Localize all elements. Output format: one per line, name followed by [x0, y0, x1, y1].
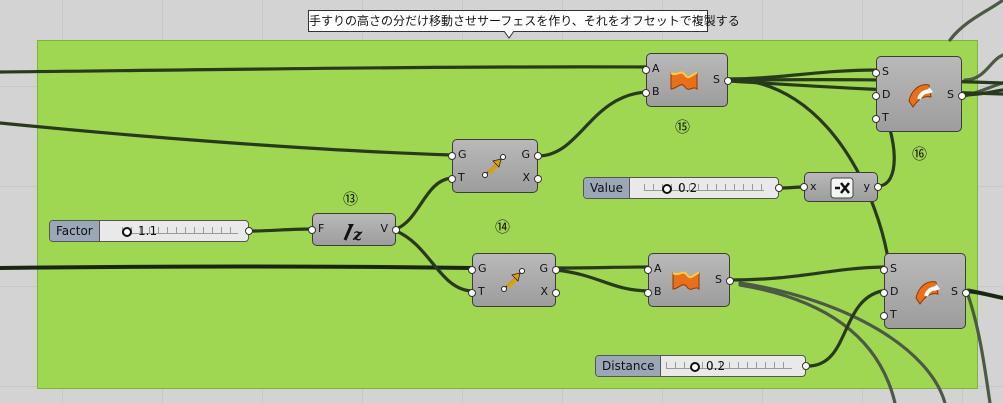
- offset-top-input-d: D: [882, 88, 891, 101]
- ruled-top-input-a: A: [652, 62, 660, 75]
- offset-bottom-input-s: S: [890, 262, 897, 275]
- value-output-port[interactable]: [775, 184, 783, 192]
- amplitude-icon: z: [343, 224, 363, 244]
- distance-output-port[interactable]: [802, 362, 810, 370]
- factor-slider-track[interactable]: [122, 227, 238, 234]
- ruled-top-in-a-port[interactable]: [642, 66, 650, 74]
- negative-in-port[interactable]: [800, 183, 808, 191]
- offset-top-input-t: T: [882, 111, 889, 124]
- offset-top-in-t-port[interactable]: [872, 115, 880, 123]
- svg-text:z: z: [352, 225, 363, 244]
- amplitude-input-f: F: [318, 222, 325, 235]
- move-top-in-t-port[interactable]: [448, 175, 456, 183]
- factor-slider[interactable]: Factor 1.1: [49, 220, 253, 242]
- move-top-out-g-port[interactable]: [534, 152, 542, 160]
- factor-output-port[interactable]: [245, 227, 253, 235]
- move-bottom-component[interactable]: G T G X: [468, 253, 560, 307]
- move-bottom-output-g: G: [539, 262, 548, 275]
- offset-top-in-d-port[interactable]: [872, 92, 880, 100]
- move-top-output-x: X: [522, 171, 530, 184]
- move-bottom-input-g: G: [478, 262, 487, 275]
- ruled-surface-top-component[interactable]: A B S: [642, 53, 732, 107]
- offset-surface-icon: [915, 281, 940, 305]
- factor-slider-knob[interactable]: [122, 227, 132, 237]
- offset-bottom-in-s-port[interactable]: [880, 266, 888, 274]
- move-top-output-g: G: [521, 148, 530, 161]
- move-bottom-input-t: T: [478, 285, 485, 298]
- distance-slider-knob[interactable]: [690, 362, 700, 372]
- move-bottom-in-t-port[interactable]: [468, 289, 476, 297]
- offset-bottom-in-t-port[interactable]: [880, 312, 888, 320]
- move-bottom-in-g-port[interactable]: [468, 266, 476, 274]
- value-slider-knob[interactable]: [662, 184, 672, 194]
- ruled-top-in-b-port[interactable]: [642, 89, 650, 97]
- ruled-top-output-s: S: [713, 73, 720, 86]
- label-15: ⑮: [675, 118, 691, 136]
- ruled-top-input-b: B: [652, 85, 660, 98]
- value-slider[interactable]: Value 0.2: [583, 177, 783, 199]
- value-slider-label: Value: [584, 178, 630, 198]
- ruled-bottom-out-s-port[interactable]: [726, 277, 734, 285]
- move-top-input-g: G: [458, 148, 467, 161]
- move-top-component[interactable]: G T G X: [448, 139, 542, 193]
- value-slider-track[interactable]: [644, 184, 764, 191]
- offset-top-out-s-port[interactable]: [958, 92, 966, 100]
- label-14: ⑭: [495, 218, 511, 236]
- amplitude-out-port[interactable]: [392, 226, 400, 234]
- offset-bottom-input-t: T: [890, 308, 897, 321]
- move-icon: [482, 154, 506, 178]
- factor-slider-value: 1.1: [138, 224, 158, 238]
- distance-slider-label: Distance: [596, 356, 662, 376]
- callout-box: 手すりの高さの分だけ移動させサーフェスを作り、それをオフセットで複製する: [308, 10, 740, 32]
- move-top-out-x-port[interactable]: [534, 175, 542, 183]
- amplitude-component[interactable]: F V z: [308, 213, 400, 246]
- label-16: ⑯: [912, 145, 928, 163]
- distance-slider-track[interactable]: [666, 362, 792, 369]
- move-icon: [501, 268, 525, 292]
- offset-bottom-output-s: S: [951, 285, 958, 298]
- ruled-bottom-in-a-port[interactable]: [644, 266, 652, 274]
- offset-bottom-in-d-port[interactable]: [880, 289, 888, 297]
- move-bottom-output-x: X: [540, 285, 548, 298]
- ruled-bottom-in-b-port[interactable]: [644, 289, 652, 297]
- value-slider-value: 0.2: [678, 181, 698, 195]
- negative-icon: [830, 177, 854, 199]
- ruled-top-out-s-port[interactable]: [724, 77, 732, 85]
- component-group[interactable]: [37, 40, 978, 389]
- factor-slider-label: Factor: [50, 221, 100, 241]
- amplitude-output-v: V: [380, 222, 388, 235]
- callout-tail: [504, 31, 514, 39]
- ruled-bottom-input-b: B: [654, 285, 662, 298]
- ruled-surface-bottom-component[interactable]: A B S: [644, 253, 734, 307]
- offset-surface-icon: [908, 84, 933, 108]
- negative-out-port[interactable]: [874, 183, 882, 191]
- negative-input-x: x: [810, 180, 817, 193]
- move-top-in-g-port[interactable]: [448, 152, 456, 160]
- label-13: ⑬: [343, 190, 359, 208]
- ruled-bottom-output-s: S: [715, 273, 722, 286]
- amplitude-in-port[interactable]: [308, 226, 316, 234]
- distance-slider[interactable]: Distance 0.2: [595, 355, 810, 377]
- ruled-surface-icon: [672, 271, 700, 291]
- move-top-input-t: T: [458, 171, 465, 184]
- offset-bottom-input-d: D: [890, 285, 899, 298]
- offset-top-input-s: S: [882, 65, 889, 78]
- offset-surface-bottom-component[interactable]: S D T S: [880, 253, 970, 329]
- offset-top-in-s-port[interactable]: [872, 69, 880, 77]
- negative-component[interactable]: x y: [800, 172, 882, 202]
- offset-bottom-out-s-port[interactable]: [962, 289, 970, 297]
- offset-surface-top-component[interactable]: S D T S: [872, 56, 966, 132]
- ruled-surface-icon: [670, 71, 698, 91]
- distance-slider-value: 0.2: [706, 359, 726, 373]
- move-bottom-out-x-port[interactable]: [552, 289, 560, 297]
- ruled-bottom-input-a: A: [654, 262, 662, 275]
- move-bottom-out-g-port[interactable]: [552, 266, 560, 274]
- negative-output-y: y: [863, 180, 870, 193]
- offset-top-output-s: S: [947, 88, 954, 101]
